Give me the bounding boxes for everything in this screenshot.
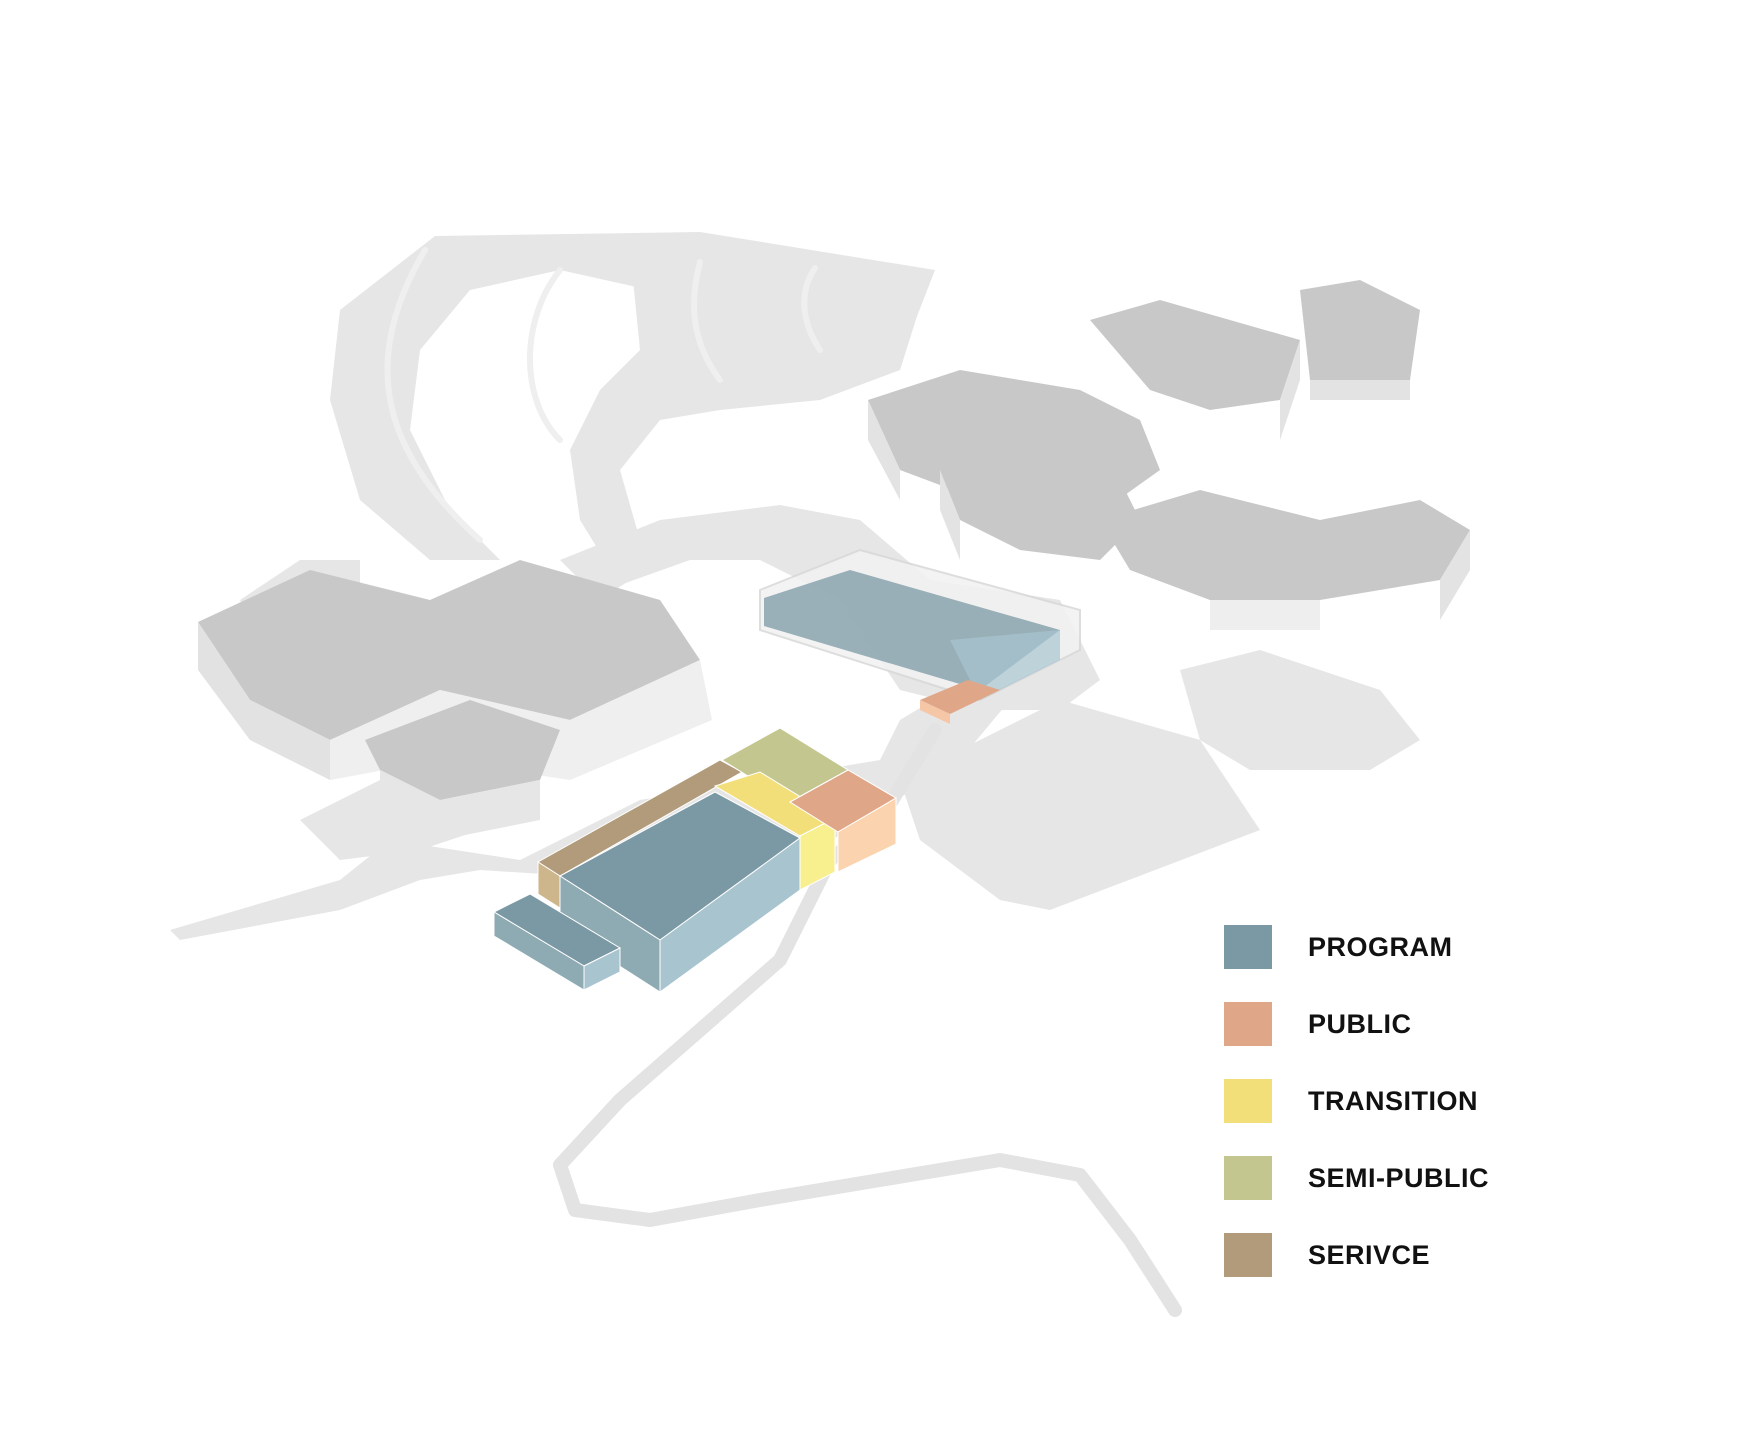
- program-main-side: [559, 875, 661, 993]
- east-wing-side: [1440, 530, 1470, 620]
- ghosted-existing-building: [759, 548, 1081, 724]
- legend-item-semi-public: SEMI-PUBLIC: [1224, 1155, 1684, 1201]
- parking-aisle-1: [384, 247, 483, 543]
- far-east-side: [1310, 380, 1410, 400]
- parking-aisle-4: [801, 265, 823, 353]
- far-east-roof: [1300, 280, 1420, 380]
- north-tower-roof: [1090, 300, 1300, 410]
- west-block-side: [198, 622, 330, 780]
- legend-item-service: SERIVCE: [1224, 1232, 1684, 1278]
- east-pad: [1180, 650, 1420, 770]
- legend-label-transition: TRANSITION: [1308, 1085, 1478, 1116]
- west-block-wing-side: [380, 770, 540, 840]
- public-volume-existing-front: [920, 700, 950, 724]
- central-roof: [940, 455, 1140, 560]
- legend: PROGRAM PUBLIC TRANSITION SEMI-PUBLIC SE…: [1224, 924, 1684, 1309]
- legend-label-public: PUBLIC: [1308, 1008, 1412, 1039]
- public-side: [837, 797, 897, 873]
- context-buildings: [198, 280, 1470, 840]
- parking-aisle-2: [527, 267, 563, 443]
- legend-item-program: PROGRAM: [1224, 924, 1684, 970]
- legend-swatch-semi-public: [1224, 1156, 1272, 1200]
- legend-label-program: PROGRAM: [1308, 931, 1453, 962]
- entry-road: [170, 690, 1010, 940]
- public-volume-existing: [920, 680, 1000, 714]
- legend-label-service: SERIVCE: [1308, 1239, 1431, 1270]
- legend-swatch-program: [1224, 925, 1272, 969]
- central-side: [940, 470, 960, 560]
- east-wing-roof: [1100, 490, 1470, 600]
- east-lot: [900, 700, 1260, 910]
- north-complex-side: [868, 400, 900, 500]
- legend-item-transition: TRANSITION: [1224, 1078, 1684, 1124]
- legend-swatch-public: [1224, 1002, 1272, 1046]
- program-wing-side: [493, 911, 585, 991]
- legend-swatch-service: [1224, 1233, 1272, 1277]
- west-block-roof: [198, 560, 700, 740]
- east-wing-front: [1210, 600, 1320, 630]
- parking-aisle-3: [691, 259, 723, 383]
- parking-arc-inner: [570, 250, 930, 585]
- program-volume-existing-side: [950, 630, 1060, 700]
- west-block-wing: [365, 700, 560, 800]
- legend-item-public: PUBLIC: [1224, 1001, 1684, 1047]
- legend-swatch-transition: [1224, 1079, 1272, 1123]
- proposed-building: [492, 727, 897, 993]
- legend-label-semi-public: SEMI-PUBLIC: [1308, 1162, 1489, 1193]
- north-tower-side: [1280, 340, 1300, 440]
